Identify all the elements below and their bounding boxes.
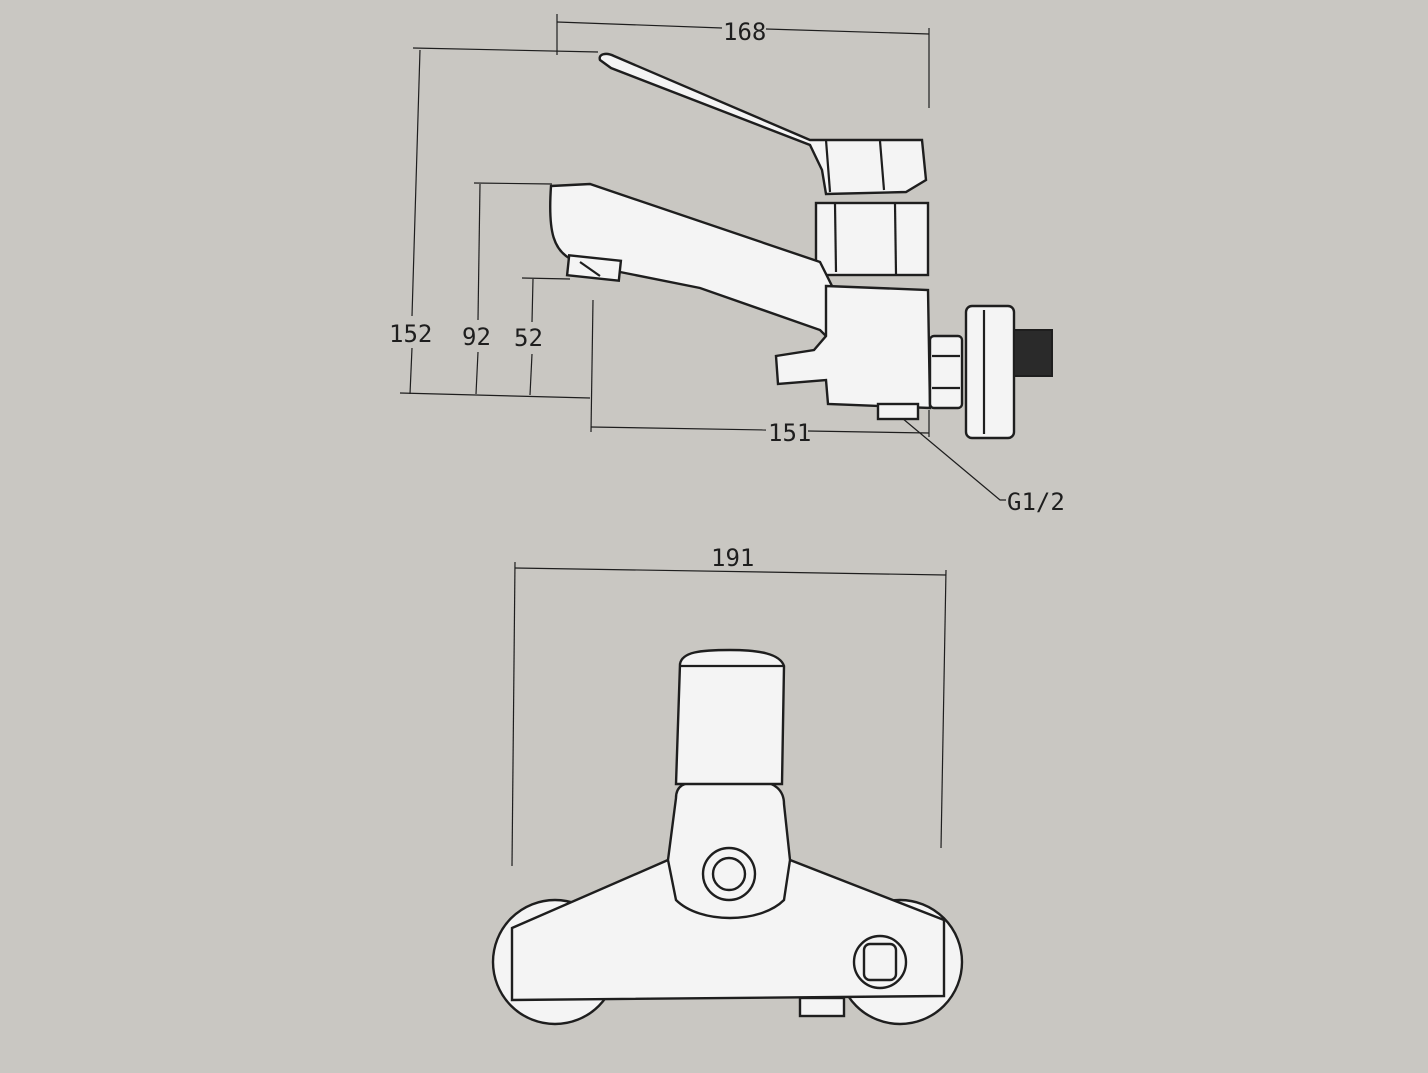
spout-outlet-inner [711, 856, 747, 892]
cartridge-body [814, 201, 930, 277]
dimension-overall-length: 168 [556, 14, 930, 108]
threaded-pipe [1013, 329, 1053, 377]
faucet-front-profile [491, 648, 964, 1026]
front-view: 191 [491, 544, 964, 1026]
dim-label-191: 191 [711, 544, 754, 572]
wall-flange [964, 304, 1016, 440]
bottom-plug [798, 996, 846, 1018]
side-view: 168 152 92 52 [389, 14, 1065, 516]
dim-label-52: 52 [514, 324, 543, 352]
dimension-overall-height: 152 [389, 47, 599, 395]
dim-label-151: 151 [768, 419, 811, 447]
thread-callout: G1/2 [901, 417, 1065, 516]
bottom-connector [876, 402, 920, 421]
aerator [565, 254, 623, 282]
hex-nut [928, 334, 964, 410]
thread-label: G1/2 [1007, 488, 1065, 516]
dim-label-92: 92 [462, 323, 491, 351]
faucet-side-profile [548, 52, 1053, 440]
lever-handle [598, 52, 928, 196]
dimension-spout-reach: 151 [590, 299, 930, 447]
diverter-knob-grip [862, 942, 898, 982]
dim-label-152: 152 [389, 320, 432, 348]
lever-front [674, 648, 786, 786]
dim-label-168: 168 [723, 18, 766, 46]
dimension-outlet-height: 52 [514, 277, 571, 396]
dimension-spout-height: 92 [462, 182, 553, 395]
dimension-width: 191 [511, 544, 947, 867]
